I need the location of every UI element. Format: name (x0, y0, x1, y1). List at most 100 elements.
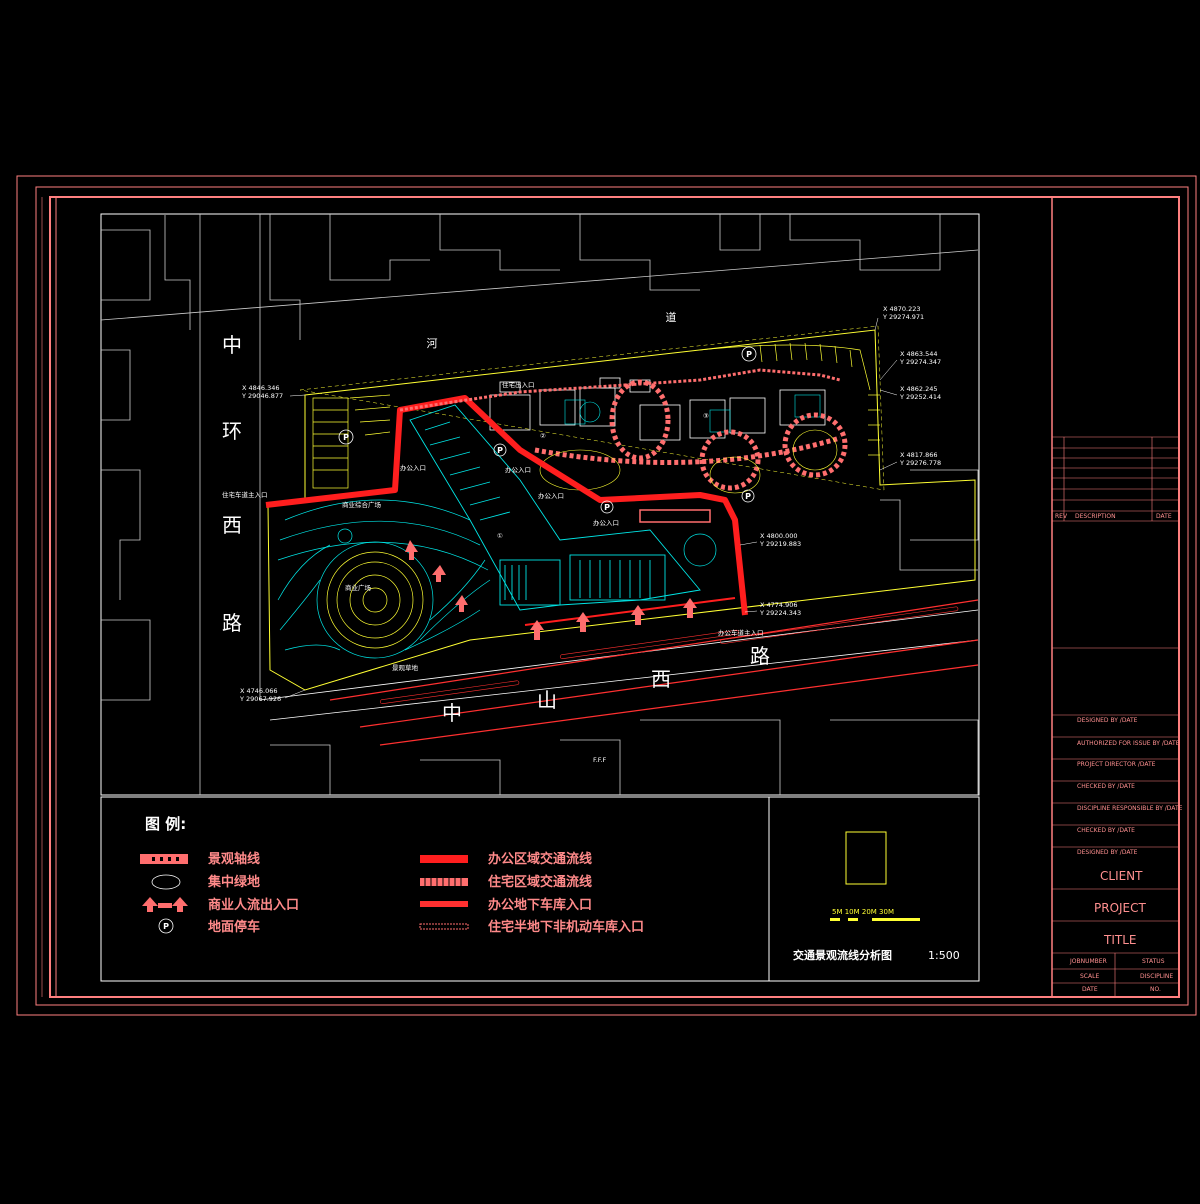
svg-text:X 4870.223: X 4870.223 (883, 305, 921, 313)
svg-text:DESCRIPTION: DESCRIPTION (1075, 513, 1116, 520)
svg-text:P: P (163, 922, 169, 931)
svg-text:P: P (745, 492, 751, 501)
label-landscape-node: 商业综合广场 (342, 500, 382, 509)
key-plan (845, 831, 887, 885)
legend-item-8: 住宅半地下非机动车库入口 (488, 919, 644, 935)
legend-title: 图 例: (145, 815, 186, 833)
label-office-entry-1: 办公入口 (400, 463, 426, 472)
svg-text:Y 29067.926: Y 29067.926 (239, 695, 281, 703)
label-res-main-entry: 住宅车道主入口 (222, 490, 268, 499)
svg-text:P: P (497, 446, 503, 455)
svg-text:X 4863.544: X 4863.544 (900, 350, 938, 358)
svg-text:REV: REV (1055, 513, 1068, 520)
svg-text:X 4862.245: X 4862.245 (900, 385, 938, 393)
entry-arrow-swatch (142, 897, 188, 912)
road-south-char-2: 山 (537, 688, 557, 712)
svg-text:AUTHORIZED FOR ISSUE BY /DATE: AUTHORIZED FOR ISSUE BY /DATE (1077, 740, 1180, 747)
river-char-2: 道 (666, 310, 677, 324)
tb-title: TITLE (1103, 933, 1136, 947)
svg-text:X 4800.000: X 4800.000 (760, 532, 798, 540)
label-bldg-1: ① (497, 532, 503, 540)
office-garage-swatch (420, 901, 468, 907)
svg-text:Y 29252.414: Y 29252.414 (899, 393, 941, 401)
road-west-char-3: 西 (222, 513, 242, 537)
label-office-entry-4: 办公入口 (593, 518, 619, 527)
legend-item-2: 集中绿地 (207, 874, 260, 890)
drawing-scale: 1:500 (928, 949, 960, 962)
office-traffic-route (265, 395, 748, 616)
office-route-swatch (420, 855, 468, 863)
svg-text:NO.: NO. (1150, 986, 1161, 993)
label-green-square: 景观草地 (392, 663, 419, 672)
svg-text:STATUS: STATUS (1142, 958, 1165, 965)
coordinate-markers: X 4870.223 Y 29274.971 X 4863.544 Y 2927… (239, 305, 941, 703)
landscape-axis-swatch (140, 854, 188, 864)
drawing-title: 交通景观流线分析图 (793, 948, 892, 962)
river-char-1: 河 (427, 337, 438, 350)
svg-text:Y 29224.343: Y 29224.343 (759, 609, 801, 617)
svg-text:Y 29274.347: Y 29274.347 (899, 358, 941, 366)
map-frame (100, 213, 980, 796)
tb-project: PROJECT (1094, 901, 1147, 915)
site-map: P P P P P 中 环 西 路 中 山 西 路 河 道 住宅出入口 住宅车道主入口… (100, 214, 979, 795)
middle-border (35, 186, 1189, 1006)
svg-text:DESIGNED BY /DATE: DESIGNED BY /DATE (1077, 717, 1138, 724)
svg-text:DISCIPLINE RESPONSIBLE BY /DAT: DISCIPLINE RESPONSIBLE BY /DATE (1077, 805, 1183, 812)
outer-border (16, 175, 1197, 1016)
label-office-entry-3: 办公入口 (538, 491, 564, 500)
svg-text:PROJECT DIRECTOR /DATE: PROJECT DIRECTOR /DATE (1077, 761, 1156, 768)
legend: 图 例: P 景观轴线 集中绿地 商业人流出入口 地面停车 办公区域交通流线 住… (140, 815, 644, 935)
svg-text:CHECKED BY /DATE: CHECKED BY /DATE (1077, 783, 1135, 790)
legend-item-5: 办公区域交通流线 (488, 851, 592, 867)
road-west-char-2: 环 (222, 419, 242, 443)
svg-text:P: P (746, 350, 752, 359)
svg-text:DATE: DATE (1156, 513, 1172, 520)
road-south-char-3: 西 (651, 667, 671, 691)
road-west-char-1: 中 (222, 333, 242, 357)
svg-text:P: P (343, 433, 349, 442)
legend-item-1: 景观轴线 (208, 851, 260, 867)
svg-text:Y 29274.971: Y 29274.971 (882, 313, 924, 321)
legend-item-6: 住宅区域交通流线 (488, 874, 592, 890)
legend-item-7: 办公地下车库入口 (488, 897, 592, 913)
svg-text:Y 29276.778: Y 29276.778 (899, 459, 941, 467)
title-block (1052, 436, 1179, 997)
svg-text:SCALE: SCALE (1080, 973, 1099, 980)
site-boundary (267, 329, 976, 691)
title-block-text: REV DESCRIPTION DATE DESIGNED BY /DATE A… (1055, 513, 1183, 993)
svg-text:CHECKED BY /DATE: CHECKED BY /DATE (1077, 827, 1135, 834)
svg-text:P: P (604, 503, 610, 512)
label-plaza: 商业广场 (345, 583, 372, 592)
svg-text:Y 29046.877: Y 29046.877 (241, 392, 283, 400)
label-office-entry-2: 办公入口 (505, 465, 531, 474)
svg-text:DISCIPLINE: DISCIPLINE (1140, 973, 1173, 980)
label-fff: F.F.F (593, 756, 607, 764)
residential-route-swatch (420, 878, 468, 886)
scale-bar-label: 5M 10M 20M 30M (832, 908, 894, 916)
inner-border (49, 196, 1180, 998)
label-res-sub-entry: 住宅出入口 (502, 380, 535, 389)
legend-frame (100, 796, 980, 982)
svg-text:Y 29219.883: Y 29219.883 (759, 540, 801, 548)
road-south-char-4: 路 (750, 644, 770, 668)
road-west-char-4: 路 (222, 611, 242, 635)
green-space-swatch (151, 874, 181, 890)
svg-text:DATE: DATE (1082, 986, 1098, 993)
svg-text:JOBNUMBER: JOBNUMBER (1069, 958, 1107, 965)
svg-text:X 4774.906: X 4774.906 (760, 601, 798, 609)
legend-item-4: 地面停车 (208, 919, 260, 935)
bike-garage-swatch (419, 923, 469, 930)
tb-client: CLIENT (1100, 869, 1143, 883)
label-bldg-3: ③ (703, 412, 709, 420)
legend-item-3: 商业人流出入口 (208, 897, 299, 913)
parking-icon (158, 918, 174, 934)
scale-area: 5M 10M 20M 30M 交通景观流线分析图 1:500 (793, 831, 960, 962)
svg-text:X 4746.066: X 4746.066 (240, 687, 278, 695)
label-bldg-2: ② (540, 432, 546, 440)
svg-text:X 4817.866: X 4817.866 (900, 451, 938, 459)
svg-text:DESIGNED BY /DATE: DESIGNED BY /DATE (1077, 849, 1138, 856)
road-south-char-1: 中 (442, 701, 462, 725)
label-office-garage-main: 办公车道主入口 (718, 628, 764, 637)
svg-text:X 4846.346: X 4846.346 (242, 384, 280, 392)
